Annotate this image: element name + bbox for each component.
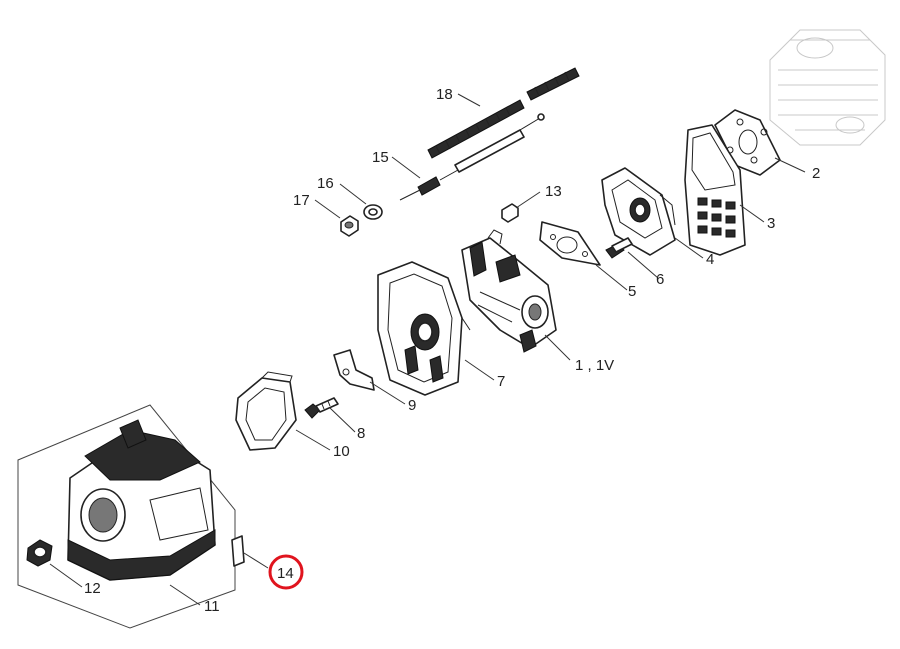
part-12-knob xyxy=(26,539,53,567)
callout-13: 13 xyxy=(545,183,562,200)
callout-7: 7 xyxy=(497,373,505,390)
callout-15: 15 xyxy=(372,149,389,166)
part-1-carburetor xyxy=(461,229,557,353)
part-14-label xyxy=(231,535,245,567)
callout-18: 18 xyxy=(436,86,453,103)
callout-17: 17 xyxy=(293,192,310,209)
callout-1: 1 , 1V xyxy=(575,357,614,374)
callout-5: 5 xyxy=(628,283,636,300)
callout-11: 11 xyxy=(204,598,220,615)
part-16-washer xyxy=(363,204,383,220)
part-5-gasket xyxy=(539,221,601,266)
callout-12: 12 xyxy=(84,580,101,597)
callout-10: 10 xyxy=(333,443,350,460)
part-4-insulator xyxy=(601,167,676,256)
part-18-cable-spring xyxy=(427,67,580,173)
callout-3: 3 xyxy=(767,215,775,232)
callout-14: 14 xyxy=(277,565,294,582)
callout-9: 9 xyxy=(408,397,416,414)
callout-labels: 18 15 16 17 13 2 3 4 5 6 1 , 1V 7 9 8 10… xyxy=(84,86,820,615)
part-7-filter-frame xyxy=(377,261,471,396)
part-8-bolt xyxy=(304,397,339,419)
part-11-cover xyxy=(17,404,236,629)
part-17-nut xyxy=(340,215,359,237)
part-9-bracket xyxy=(333,349,375,391)
part-6-bolt xyxy=(605,237,633,259)
callout-8: 8 xyxy=(357,425,365,442)
callout-16: 16 xyxy=(317,175,334,192)
part-3-gasket xyxy=(684,124,746,256)
highlighted-callout-14[interactable]: 14 xyxy=(268,554,304,590)
engine-ghost-illustration xyxy=(769,29,886,146)
part-15-cable-end xyxy=(399,169,459,201)
leader-lines xyxy=(49,93,806,606)
highlight-circle xyxy=(268,554,304,590)
callout-6: 6 xyxy=(656,271,664,288)
callout-4: 4 xyxy=(706,251,714,268)
callout-2: 2 xyxy=(812,165,820,182)
part-13-plug xyxy=(501,203,519,223)
part-10-filter-element xyxy=(235,371,297,451)
